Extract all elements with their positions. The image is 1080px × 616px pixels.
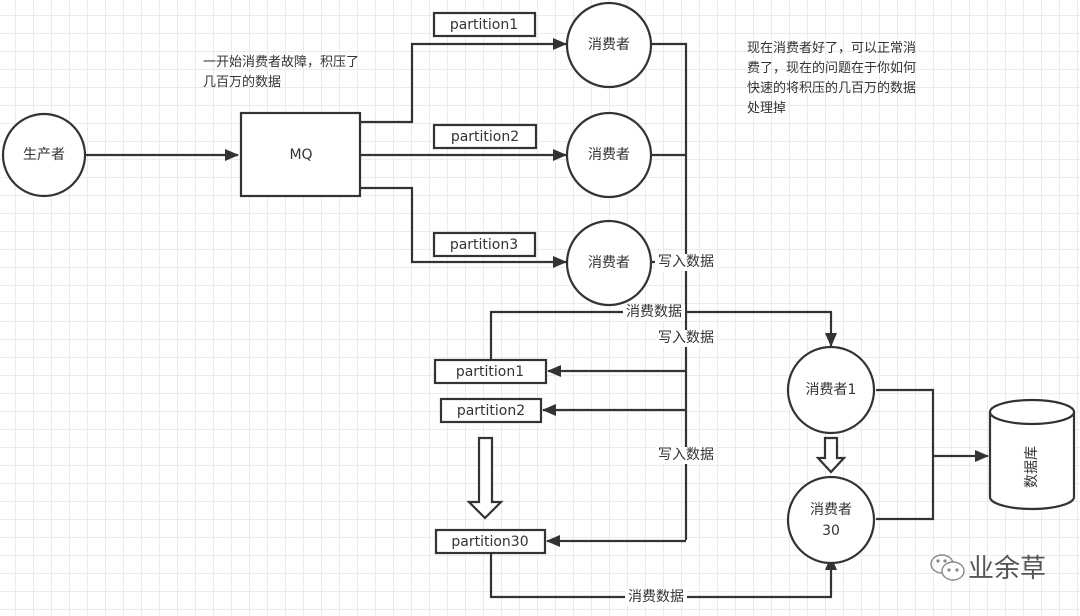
hollow-arrow-consumers	[815, 436, 847, 474]
svg-text:费了，现在的问题在于你如何: 费了，现在的问题在于你如何	[747, 60, 916, 76]
consumer-label: 消费者1	[806, 382, 857, 398]
partition-top-1[interactable]: partition1	[432, 11, 537, 38]
wechat-icon	[930, 554, 965, 581]
edge-label-write-1: 写入数据	[655, 254, 717, 271]
edge-label-write-3: 写入数据	[655, 447, 717, 464]
svg-text:写入数据: 写入数据	[658, 447, 714, 463]
partition-bottom-2[interactable]: partition2	[439, 397, 543, 424]
partition-bottom-30[interactable]: partition30	[434, 528, 547, 555]
mq-node[interactable]: MQ	[239, 111, 362, 198]
partition-top-3[interactable]: partition3	[432, 231, 537, 258]
edge-label-write-2: 写入数据	[655, 330, 717, 347]
edge-mq-consumer-c	[360, 186, 567, 268]
svg-text:消费数据: 消费数据	[628, 589, 684, 605]
partition-label: partition1	[456, 364, 524, 380]
note-left: 一开始消费者故障，积压了 几百万的数据	[203, 55, 359, 90]
edge-label-consume-top: 消费数据	[623, 304, 685, 321]
svg-text:现在消费者好了，可以正常消: 现在消费者好了，可以正常消	[747, 41, 916, 56]
producer-label: 生产者	[23, 147, 65, 163]
database-node[interactable]: 数据库	[988, 398, 1076, 511]
note-right: 现在消费者好了，可以正常消 费了，现在的问题在于你如何 快速的将积压的几百万的数…	[747, 41, 916, 116]
consumer-node-c[interactable]: 消费者	[565, 219, 653, 307]
mq-label: MQ	[289, 147, 312, 163]
svg-text:快速的将积压的几百万的数据: 快速的将积压的几百万的数据	[747, 80, 916, 96]
svg-text:写入数据: 写入数据	[658, 330, 714, 346]
consumer-label: 消费者	[588, 147, 630, 163]
partition-label: partition3	[450, 237, 518, 253]
edge-label-consume-bottom: 消费数据	[625, 589, 687, 606]
consumer-label: 消费者	[588, 37, 630, 53]
hollow-arrow-partitions	[466, 436, 504, 520]
partition-label: partition2	[451, 129, 519, 145]
svg-text:消费数据: 消费数据	[626, 304, 682, 320]
database-label: 数据库	[1024, 446, 1040, 488]
svg-text:一开始消费者故障，积压了: 一开始消费者故障，积压了	[203, 55, 359, 70]
watermark: 业余草	[930, 554, 1046, 584]
partition-label: partition1	[450, 17, 518, 33]
edge-mq-consumer-a	[360, 38, 567, 124]
edge-consumers-db	[876, 388, 989, 521]
watermark-text: 业余草	[968, 554, 1046, 584]
svg-text:几百万的数据: 几百万的数据	[203, 74, 281, 90]
consumer-label: 消费者	[810, 502, 852, 518]
producer-node[interactable]: 生产者	[1, 112, 87, 198]
partition-label: partition30	[451, 534, 528, 550]
svg-text:写入数据: 写入数据	[658, 254, 714, 270]
consumer-number: 30	[822, 523, 840, 539]
svg-text:处理掉: 处理掉	[747, 101, 786, 116]
consumer-label: 消费者	[588, 255, 630, 271]
consumer-node-a[interactable]: 消费者	[565, 1, 653, 89]
partition-label: partition2	[457, 403, 525, 419]
consumer-node-1[interactable]: 消费者1	[786, 345, 876, 435]
partition-bottom-1[interactable]: partition1	[433, 358, 548, 385]
partition-top-2[interactable]: partition2	[432, 123, 538, 150]
consumer-node-30[interactable]: 消费者 30	[786, 475, 876, 565]
consumer-node-b[interactable]: 消费者	[565, 111, 653, 199]
